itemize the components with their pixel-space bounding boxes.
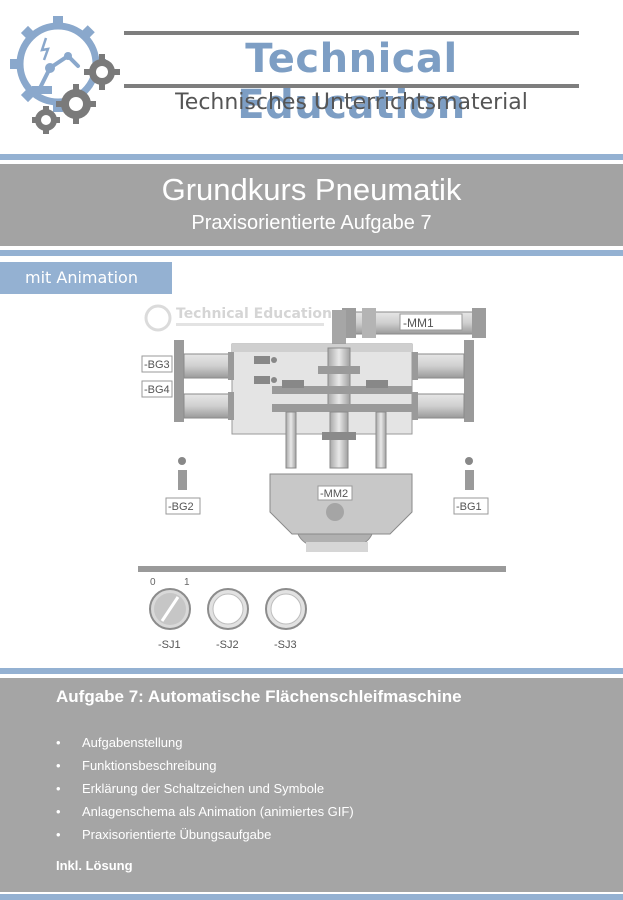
- cylinder-left: [174, 340, 234, 422]
- divider: [0, 892, 623, 894]
- machine-schematic: Technical Education -MM1: [138, 304, 506, 651]
- divider: [0, 160, 623, 164]
- watermark-title: Technical Education: [176, 306, 332, 322]
- button-sj3: -SJ3: [265, 588, 307, 651]
- accent-stripe: [0, 250, 623, 256]
- brand-title: Technical Education: [237, 36, 466, 128]
- brand-divider-top: [124, 31, 579, 35]
- course-title: Grundkurs Pneumatik: [161, 172, 462, 207]
- cylinder-mm1: -MM1: [334, 308, 486, 338]
- bullet: •: [56, 758, 61, 773]
- bullet: •: [56, 735, 61, 750]
- list-item-label: Anlagenschema als Animation (animiertes …: [82, 804, 354, 819]
- list-item-label: Praxisorientierte Übungsaufgabe: [82, 827, 272, 842]
- bullet: •: [56, 804, 61, 819]
- gear-robot-arm-logo-icon: [10, 16, 120, 134]
- grinding-head-mm2: -MM2: [269, 473, 413, 552]
- list-item: • Erklärung der Schaltzeichen und Symbole: [56, 777, 354, 800]
- watermark: Technical Education: [144, 304, 332, 332]
- sensor-bg2: -BG2: [165, 457, 201, 515]
- task-panel: [0, 678, 623, 892]
- switch-sj1: -SJ1: [149, 588, 191, 651]
- cylinder-right: [412, 340, 474, 422]
- divider: [0, 246, 623, 250]
- course-subtitle: Praxisorientierte Aufgabe 7: [191, 212, 432, 234]
- label-sj1: -SJ1: [158, 639, 181, 651]
- spindle-assembly: [272, 347, 412, 469]
- switch-position-1: 1: [184, 577, 190, 588]
- brand-subtitle: Technisches Unterrichtsmaterial: [175, 90, 528, 115]
- list-item: • Anlagenschema als Animation (animiertes…: [56, 800, 354, 823]
- label-bg3: -BG3: [144, 359, 170, 371]
- animation-badge: mit Animation: [0, 262, 172, 294]
- accent-stripe: [0, 154, 623, 160]
- title-band: [0, 164, 623, 246]
- solution-note: Inkl. Lösung: [56, 858, 133, 873]
- base-rail: [138, 566, 506, 572]
- task-title: Aufgabe 7: Automatische Flächenschleifma…: [56, 687, 462, 706]
- label-mm2: -MM2: [320, 488, 348, 500]
- list-item: • Funktionsbeschreibung: [56, 754, 354, 777]
- label-bg4: -BG4: [144, 384, 170, 396]
- switch-position-0: 0: [150, 577, 156, 588]
- list-item-label: Erklärung der Schaltzeichen und Symbole: [82, 781, 325, 796]
- sensor-bg1: -BG1: [453, 457, 489, 515]
- label-bg2: -BG2: [168, 501, 194, 513]
- label-sj2: -SJ2: [216, 639, 239, 651]
- list-item: • Praxisorientierte Übungsaufgabe: [56, 823, 354, 846]
- feature-list: • Aufgabenstellung • Funktionsbeschreibung…: [56, 731, 354, 846]
- list-item-label: Aufgabenstellung: [82, 735, 183, 750]
- divider: [0, 674, 623, 678]
- button-sj2: -SJ2: [207, 588, 249, 651]
- brand-divider-bottom: [124, 84, 579, 88]
- bullet: •: [56, 781, 61, 796]
- accent-stripe: [0, 894, 623, 900]
- bullet: •: [56, 827, 61, 842]
- label-sj3: -SJ3: [274, 639, 297, 651]
- accent-stripe: [0, 668, 623, 674]
- label-bg1: -BG1: [456, 501, 482, 513]
- list-item: • Aufgabenstellung: [56, 731, 354, 754]
- label-mm1: -MM1: [403, 316, 434, 330]
- list-item-label: Funktionsbeschreibung: [82, 758, 217, 773]
